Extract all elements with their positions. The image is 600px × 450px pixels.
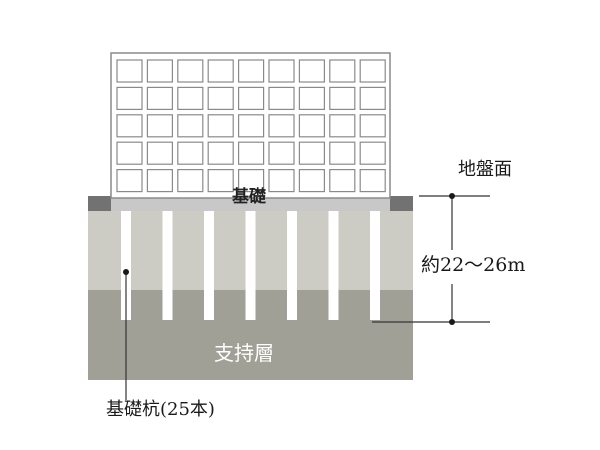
building-windows bbox=[116, 59, 386, 193]
dimension-dot-bottom bbox=[449, 319, 455, 325]
building-window bbox=[298, 141, 325, 165]
building-window bbox=[238, 114, 265, 138]
ground-surface-label: 地盤面 bbox=[458, 159, 512, 180]
building-window bbox=[207, 169, 234, 193]
building-window bbox=[359, 169, 386, 193]
foundation-pile bbox=[121, 211, 131, 320]
foundation-pile bbox=[245, 211, 256, 320]
building-window bbox=[298, 59, 325, 83]
foundation-slab-left-edge bbox=[88, 196, 111, 211]
building-window bbox=[329, 141, 356, 165]
building-window bbox=[207, 59, 234, 83]
building-window bbox=[268, 114, 295, 138]
building-window bbox=[238, 169, 265, 193]
foundation-slab bbox=[88, 196, 413, 211]
building-window bbox=[359, 86, 386, 111]
foundation-slab-group bbox=[88, 196, 413, 211]
bearing-layer-label: 支持層 bbox=[214, 341, 274, 365]
building-window bbox=[146, 169, 173, 193]
building-window bbox=[329, 114, 356, 138]
foundation-pile bbox=[204, 211, 214, 320]
building-window bbox=[177, 169, 204, 193]
foundation-pile bbox=[328, 211, 339, 320]
dimension-dot-top bbox=[449, 193, 455, 199]
building-window bbox=[207, 141, 234, 165]
building-window bbox=[177, 114, 204, 138]
depth-label: 約22〜26m bbox=[421, 254, 526, 276]
building-window bbox=[268, 141, 295, 165]
building-window bbox=[329, 59, 356, 83]
depth-dimension bbox=[372, 193, 490, 325]
foundation-piles bbox=[121, 211, 380, 320]
building-window bbox=[177, 141, 204, 165]
building-window bbox=[116, 141, 143, 165]
building-window bbox=[359, 59, 386, 83]
building-window bbox=[146, 59, 173, 83]
building-window bbox=[146, 114, 173, 138]
building-window bbox=[359, 114, 386, 138]
building-window bbox=[359, 141, 386, 165]
building-window bbox=[329, 169, 356, 193]
building-window bbox=[238, 86, 265, 111]
building-window bbox=[177, 86, 204, 111]
building-window bbox=[116, 169, 143, 193]
piles-leader-dot bbox=[123, 269, 129, 275]
foundation-pile bbox=[370, 211, 380, 320]
building-window bbox=[207, 114, 234, 138]
building-window bbox=[298, 86, 325, 111]
building-window bbox=[177, 59, 204, 83]
building-window bbox=[329, 86, 356, 111]
building-window bbox=[238, 141, 265, 165]
piles-label: 基礎杭(25本) bbox=[106, 399, 215, 420]
building-window bbox=[116, 114, 143, 138]
building-window bbox=[146, 86, 173, 111]
foundation-slab-right-edge bbox=[390, 196, 413, 211]
foundation-label: 基礎 bbox=[232, 187, 266, 207]
piles-leader bbox=[123, 269, 129, 400]
building-window bbox=[116, 59, 143, 83]
building-window bbox=[268, 169, 295, 193]
building-window bbox=[268, 59, 295, 83]
building-window bbox=[238, 59, 265, 83]
building-window bbox=[207, 86, 234, 111]
foundation-pile bbox=[287, 211, 297, 320]
building-window bbox=[268, 86, 295, 111]
building-window bbox=[146, 141, 173, 165]
building-window bbox=[116, 86, 143, 111]
building-window bbox=[298, 169, 325, 193]
building bbox=[110, 52, 391, 199]
building-window bbox=[298, 114, 325, 138]
foundation-pile bbox=[162, 211, 173, 320]
